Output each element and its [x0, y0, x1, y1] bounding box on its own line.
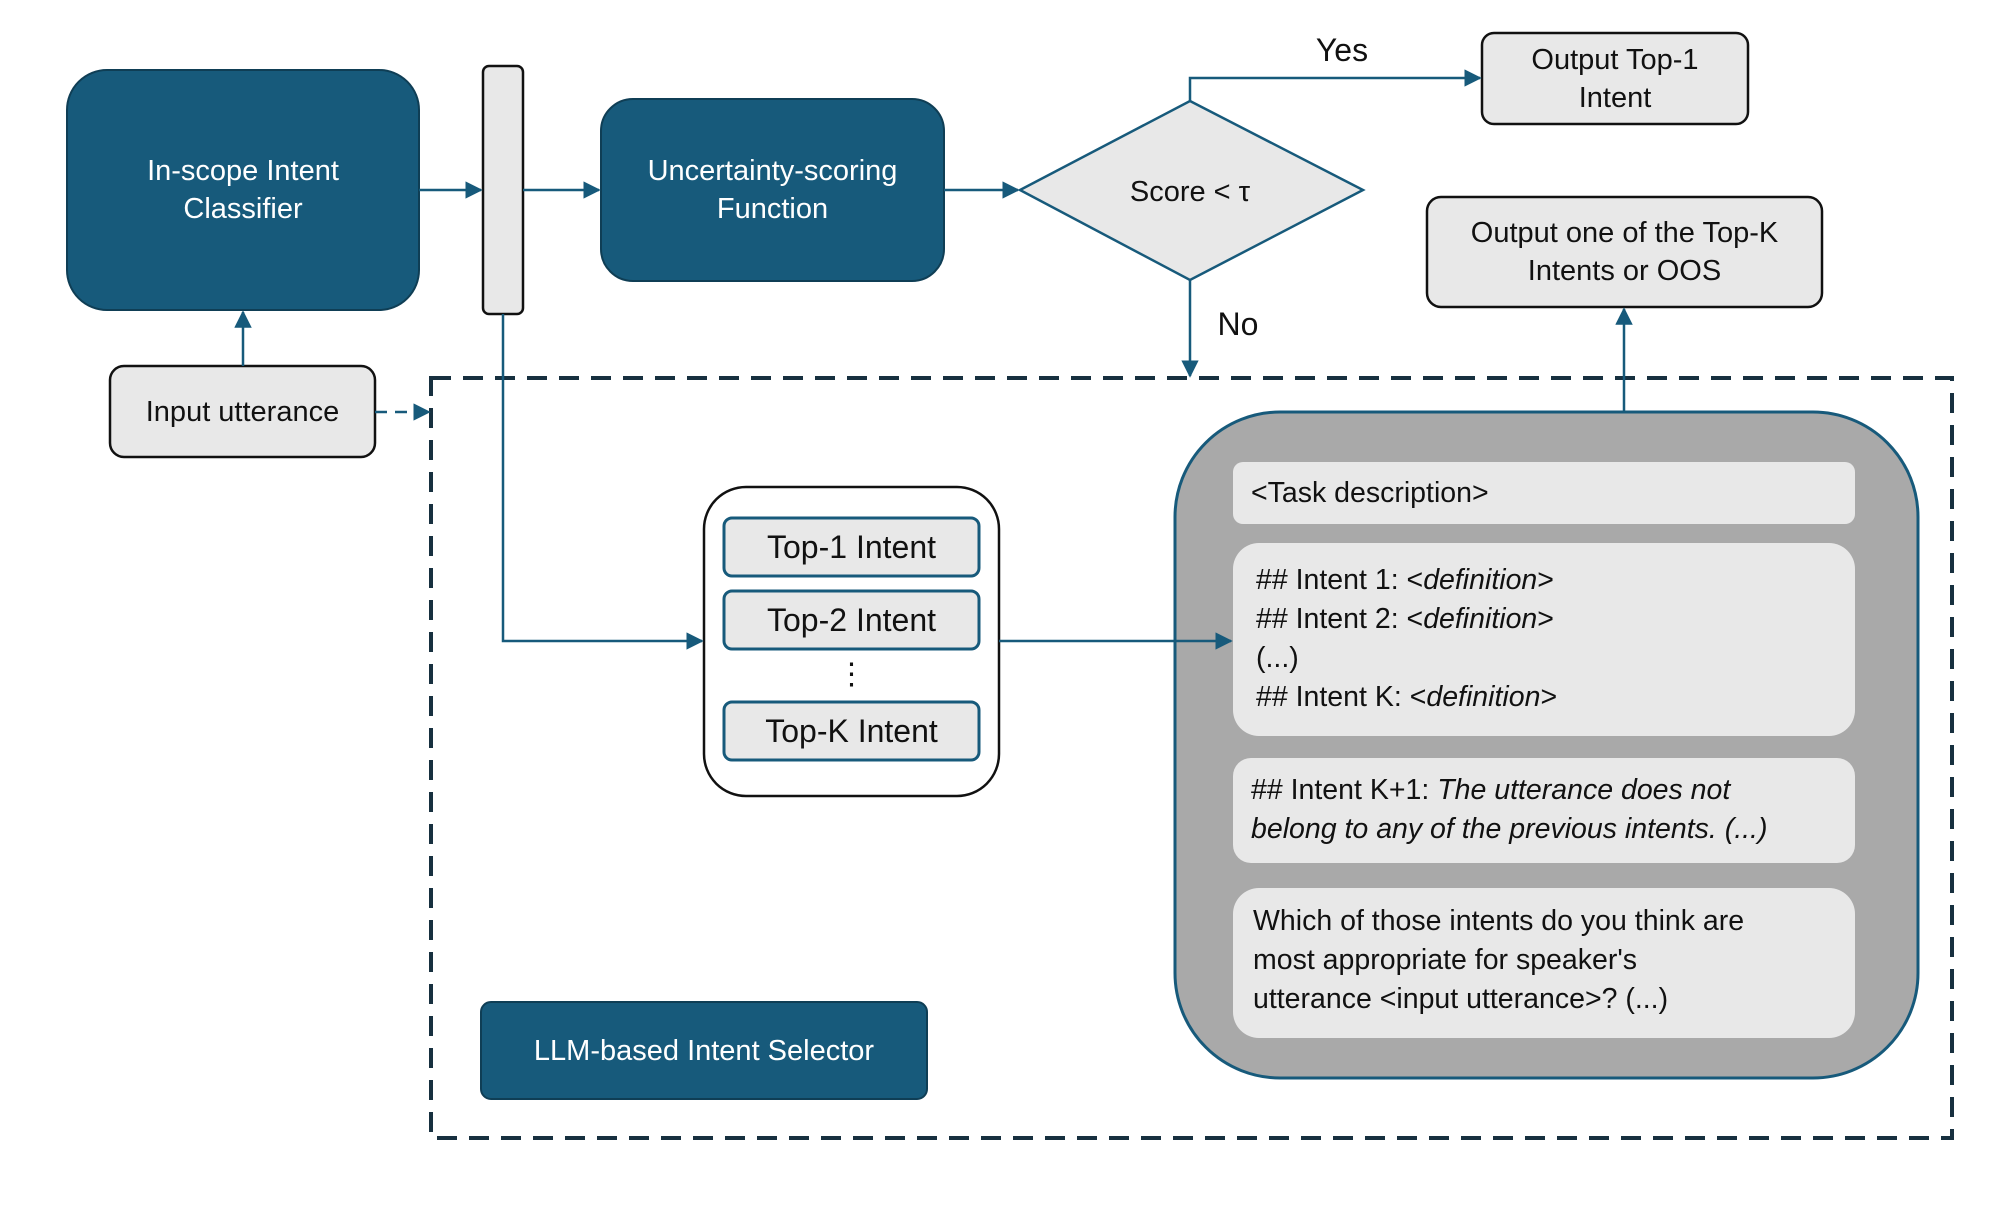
oos-prefix: ## Intent K+1:: [1251, 774, 1438, 806]
top2-intent-box: [722, 589, 981, 651]
intent1-line: ## Intent 1: <definition>: [1256, 561, 1557, 600]
intent1-prefix: ## Intent 1: <: [1256, 564, 1424, 596]
topk-intent-label: Top-K Intent: [765, 713, 938, 749]
intent-definitions-box: [1233, 543, 1855, 736]
oos-line2: belong to any of the previous intents. (…: [1251, 813, 1768, 845]
intentk-line: ## Intent K: <definition>: [1256, 678, 1557, 717]
output-top1-box: [1480, 31, 1750, 126]
score-vector-bar: [481, 64, 525, 316]
output-top1-line1: Output Top-1: [1531, 43, 1699, 76]
task-description-box: [1233, 462, 1855, 524]
intent-ellipsis-line: (...): [1256, 642, 1299, 674]
output-topk-label: Output one of the Top-K Intents or OOS: [1427, 197, 1822, 307]
intent2-definition: definition: [1423, 603, 1538, 635]
question-line2: most appropriate for speaker's: [1253, 944, 1638, 976]
classifier-label-line1: In-scope Intent: [147, 155, 339, 187]
question-line3: utterance <input utterance>? (...): [1253, 983, 1669, 1015]
uncertainty-label-line2: Function: [716, 193, 829, 225]
classifier-label-line2: Classifier: [183, 193, 303, 225]
intentk-definition: definition: [1426, 681, 1541, 713]
oos-text1: The utterance does not: [1437, 774, 1731, 806]
topk-intent-box: [722, 700, 981, 762]
output-topk-line1: Output one of the Top-K: [1470, 217, 1779, 249]
topk-ellipsis: ⋮: [836, 658, 867, 691]
task-description-text: <Task description>: [1251, 477, 1489, 509]
question-line1: Which of those intents do you think are: [1253, 905, 1745, 937]
yes-label: Yes: [1316, 32, 1368, 68]
oos-intent-box: [1233, 758, 1855, 863]
decision-label: Score < τ: [1130, 176, 1251, 208]
output-topk-line2: Intents or OOS: [1527, 255, 1722, 287]
oos-line1: ## Intent K+1: The utterance does not: [1251, 771, 1767, 810]
output-topk-box: [1425, 195, 1824, 309]
oos-intent-text: ## Intent K+1: The utterance does not be…: [1251, 771, 1767, 849]
intentk-prefix: ## Intent K: <: [1256, 681, 1427, 713]
intent-definitions-text: ## Intent 1: <definition> ## Intent 2: <…: [1256, 561, 1557, 717]
yes-arrow: [1188, 69, 1482, 101]
top1-intent-box: [722, 516, 981, 578]
question-text: Which of those intents do you think are …: [1253, 902, 1744, 1019]
intent2-suffix: >: [1537, 603, 1554, 635]
top1-intent-label: Top-1 Intent: [767, 529, 936, 565]
output-top1-line2: Intent: [1578, 81, 1652, 114]
intent1-suffix: >: [1537, 564, 1554, 596]
no-label: No: [1218, 306, 1259, 342]
intentk-suffix: >: [1540, 681, 1558, 713]
selector-label-box: [480, 1001, 928, 1100]
selector-label: LLM-based Intent Selector: [533, 1034, 875, 1067]
intent1-definition: definition: [1423, 564, 1538, 596]
uncertainty-label-line1: Uncertainty-scoring: [647, 155, 898, 187]
bar-to-topk-arrow: [501, 314, 704, 650]
question-box: [1233, 888, 1855, 1038]
intent2-line: ## Intent 2: <definition>: [1256, 600, 1557, 639]
intent2-prefix: ## Intent 2: <: [1256, 603, 1424, 635]
llm-selector-region: [429, 376, 1954, 1140]
top2-intent-label: Top-2 Intent: [767, 602, 936, 638]
input-utterance-label: Input utterance: [145, 395, 340, 428]
